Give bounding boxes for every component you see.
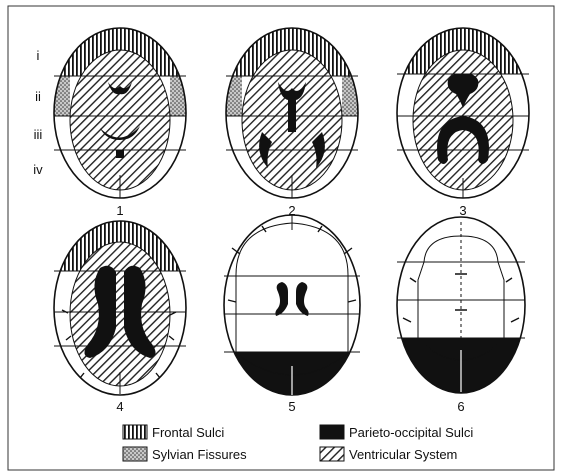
- legend: Frontal Sulci Parieto-occipital Sulci Sy…: [123, 425, 473, 462]
- panel-1: 1: [54, 28, 186, 218]
- panel-number: 3: [459, 203, 466, 218]
- sylvian-fissure-left: [226, 76, 242, 116]
- legend-label: Frontal Sulci: [152, 425, 224, 440]
- legend-label: Parieto-occipital Sulci: [349, 425, 473, 440]
- panel-number: 1: [116, 203, 123, 218]
- legend-item-parieto-occipital-sulci: Parieto-occipital Sulci: [320, 425, 473, 440]
- stipple-icon: [123, 447, 147, 461]
- sylvian-fissure-left: [54, 76, 70, 116]
- sylvian-fissure-right: [170, 76, 186, 116]
- panel-6: 6: [397, 217, 525, 414]
- panel-number: 5: [288, 399, 295, 414]
- legend-item-ventricular-system: Ventricular System: [320, 447, 457, 462]
- row-label-iii: iii: [34, 127, 43, 142]
- panel-number: 4: [116, 399, 123, 414]
- legend-item-frontal-sulci: Frontal Sulci: [123, 425, 224, 440]
- legend-label: Ventricular System: [349, 447, 457, 462]
- diagonal-hatch-icon: [320, 447, 344, 461]
- legend-item-sylvian-fissures: Sylvian Fissures: [123, 447, 247, 462]
- solid-black-icon: [320, 425, 344, 439]
- legend-label: Sylvian Fissures: [152, 447, 247, 462]
- panel-4: 4: [54, 221, 186, 414]
- vertical-hatch-icon: [123, 425, 147, 439]
- row-label-iv: iv: [33, 162, 43, 177]
- row-label-ii: ii: [35, 89, 41, 104]
- row-label-i: i: [37, 48, 40, 63]
- ventricular-system-region: [70, 50, 170, 190]
- panel-2: 2: [226, 28, 358, 218]
- ventricular-system-region: [70, 242, 170, 386]
- panel-3: 3: [397, 28, 529, 218]
- sylvian-fissure-right: [342, 76, 358, 116]
- panel-number: 6: [457, 399, 464, 414]
- panel-5: 5: [224, 215, 360, 414]
